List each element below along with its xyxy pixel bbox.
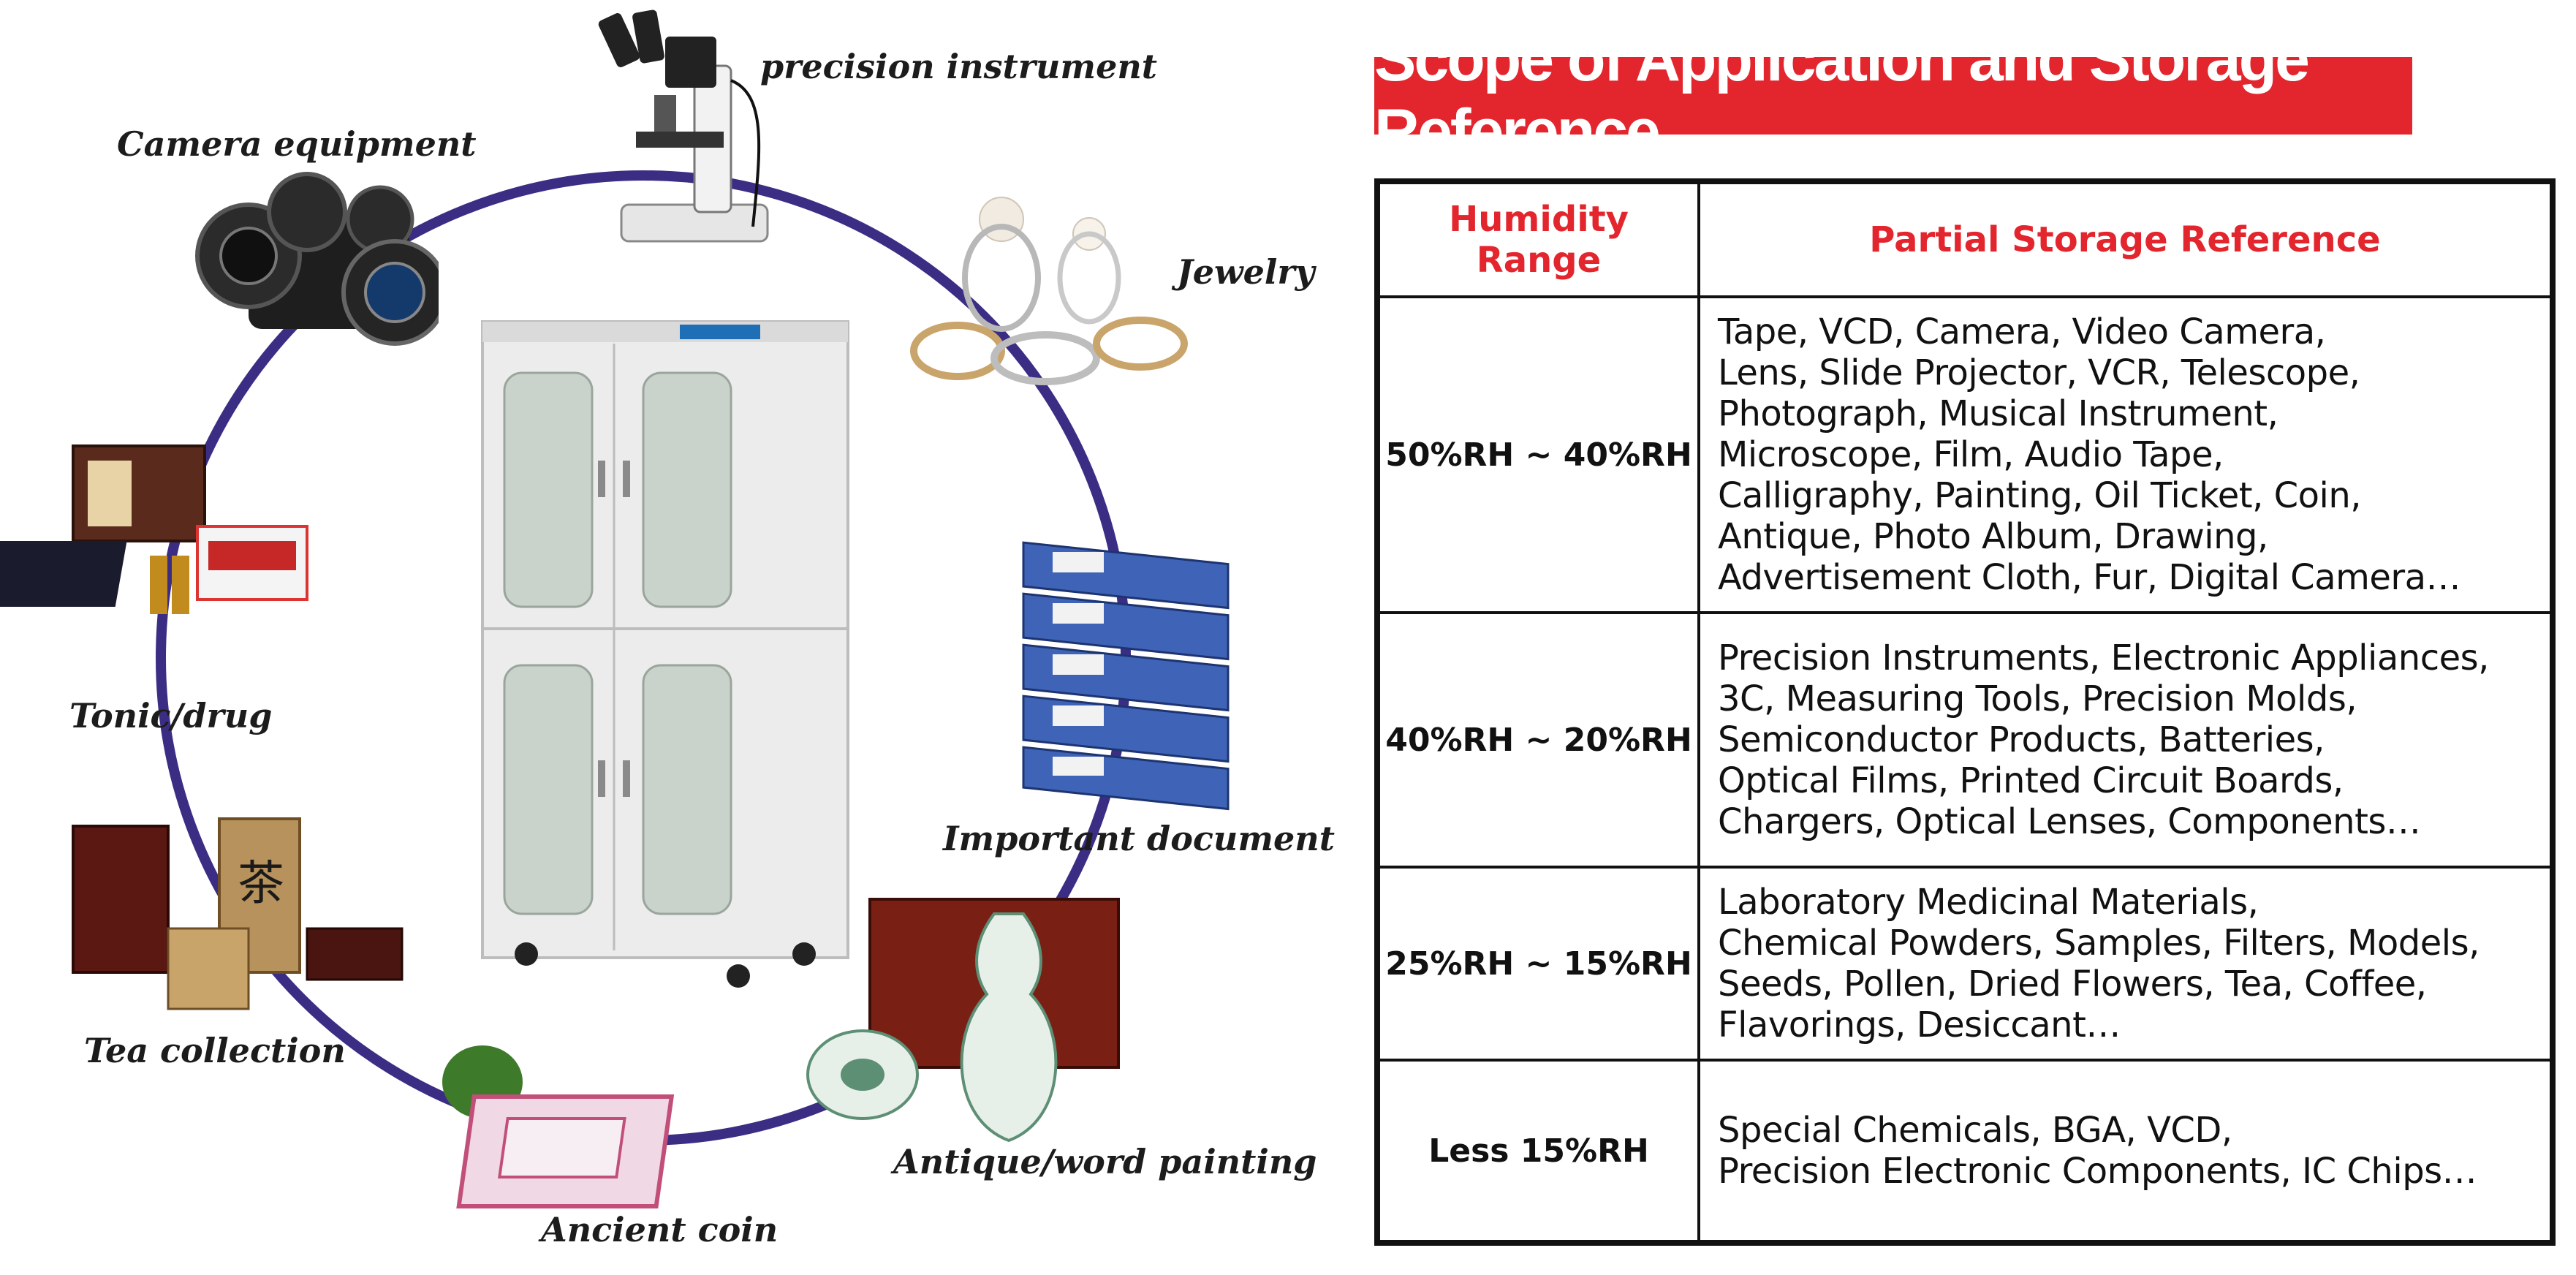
svg-text:茶: 茶: [238, 857, 284, 911]
humidity-range-cell: 25%RH ~ 15%RH: [1376, 866, 1700, 1062]
storage-reference-line: Calligraphy, Painting, Oil Ticket, Coin,: [1718, 475, 2362, 516]
tea-collection-image: 茶: [72, 817, 404, 1010]
table-header-row: Humidity Range Partial Storage Reference: [1376, 180, 2554, 298]
storage-reference-cell: Laboratory Medicinal Materials,Chemical …: [1697, 866, 2554, 1062]
document-binders-image: [1022, 541, 1230, 811]
antique-vase-image: [806, 898, 1120, 1143]
storage-reference-line: Seeds, Pollen, Dried Flowers, Tea, Coffe…: [1718, 964, 2427, 1005]
storage-reference-line: Precision Instruments, Electronic Applia…: [1718, 638, 2489, 678]
storage-reference-line: Flavorings, Desiccant…: [1718, 1005, 2121, 1045]
caption-tonic-drug: Tonic/drug: [69, 696, 273, 735]
storage-reference-cell: Tape, VCD, Camera, Video Camera,Lens, Sl…: [1697, 295, 2554, 614]
storage-reference-line: 3C, Measuring Tools, Precision Molds,: [1718, 678, 2357, 719]
storage-reference-line: Laboratory Medicinal Materials,: [1718, 882, 2259, 923]
caption-important-document: Important document: [943, 819, 1335, 858]
storage-reference-line: Antique, Photo Album, Drawing,: [1718, 516, 2268, 557]
storage-reference-line: Semiconductor Products, Batteries,: [1718, 719, 2325, 760]
application-diagram: precision instrument Camera equipment Je…: [0, 10, 1335, 1249]
table-row: 40%RH ~ 20%RH Precision Instruments, Elec…: [1376, 611, 2554, 869]
tonic-drug-image: [0, 444, 308, 614]
caption-tea-collection: Tea collection: [84, 1031, 346, 1070]
storage-reference-line: Optical Films, Printed Circuit Boards,: [1718, 760, 2344, 801]
scope-panel: Scope of Application and Storage Referen…: [1374, 0, 2576, 1275]
storage-reference-line: Microscope, Film, Audio Tape,: [1718, 434, 2224, 475]
storage-reference-line: Chemical Powders, Samples, Filters, Mode…: [1718, 923, 2480, 964]
microscope-image: [598, 10, 769, 243]
dry-cabinet-image: [481, 320, 849, 988]
storage-reference-table: Humidity Range Partial Storage Reference…: [1374, 178, 2556, 1246]
storage-reference-line: Tape, VCD, Camera, Video Camera,: [1718, 311, 2326, 352]
humidity-range-cell: 50%RH ~ 40%RH: [1376, 295, 1700, 614]
ancient-coin-image: [442, 1045, 675, 1208]
caption-jewelry: Jewelry: [1177, 252, 1315, 292]
caption-camera-equipment: Camera equipment: [117, 124, 477, 164]
humidity-range-header: Humidity Range: [1376, 180, 1700, 298]
storage-reference-line: Precision Electronic Components, IC Chip…: [1718, 1151, 2477, 1192]
caption-antique-word-painting: Antique/word painting: [893, 1142, 1317, 1181]
camera-image: [195, 172, 439, 346]
humidity-range-cell: Less 15%RH: [1376, 1059, 1700, 1244]
storage-reference-line: Lens, Slide Projector, VCR, Telescope,: [1718, 352, 2360, 393]
storage-reference-cell: Special Chemicals, BGA, VCD,Precision El…: [1697, 1059, 2554, 1244]
scope-title: Scope of Application and Storage Referen…: [1374, 24, 2412, 167]
storage-reference-line: Special Chemicals, BGA, VCD,: [1718, 1110, 2232, 1151]
storage-reference-line: Chargers, Optical Lenses, Components…: [1718, 801, 2421, 842]
caption-ancient-coin: Ancient coin: [541, 1210, 779, 1249]
jewelry-image: [910, 197, 1188, 385]
storage-reference-line: Advertisement Cloth, Fur, Digital Camera…: [1718, 557, 2461, 598]
storage-reference-header: Partial Storage Reference: [1697, 180, 2554, 298]
humidity-range-cell: 40%RH ~ 20%RH: [1376, 611, 1700, 869]
storage-reference-cell: Precision Instruments, Electronic Applia…: [1697, 611, 2554, 869]
caption-precision-instrument: precision instrument: [760, 47, 1158, 86]
storage-reference-line: Photograph, Musical Instrument,: [1718, 393, 2278, 434]
